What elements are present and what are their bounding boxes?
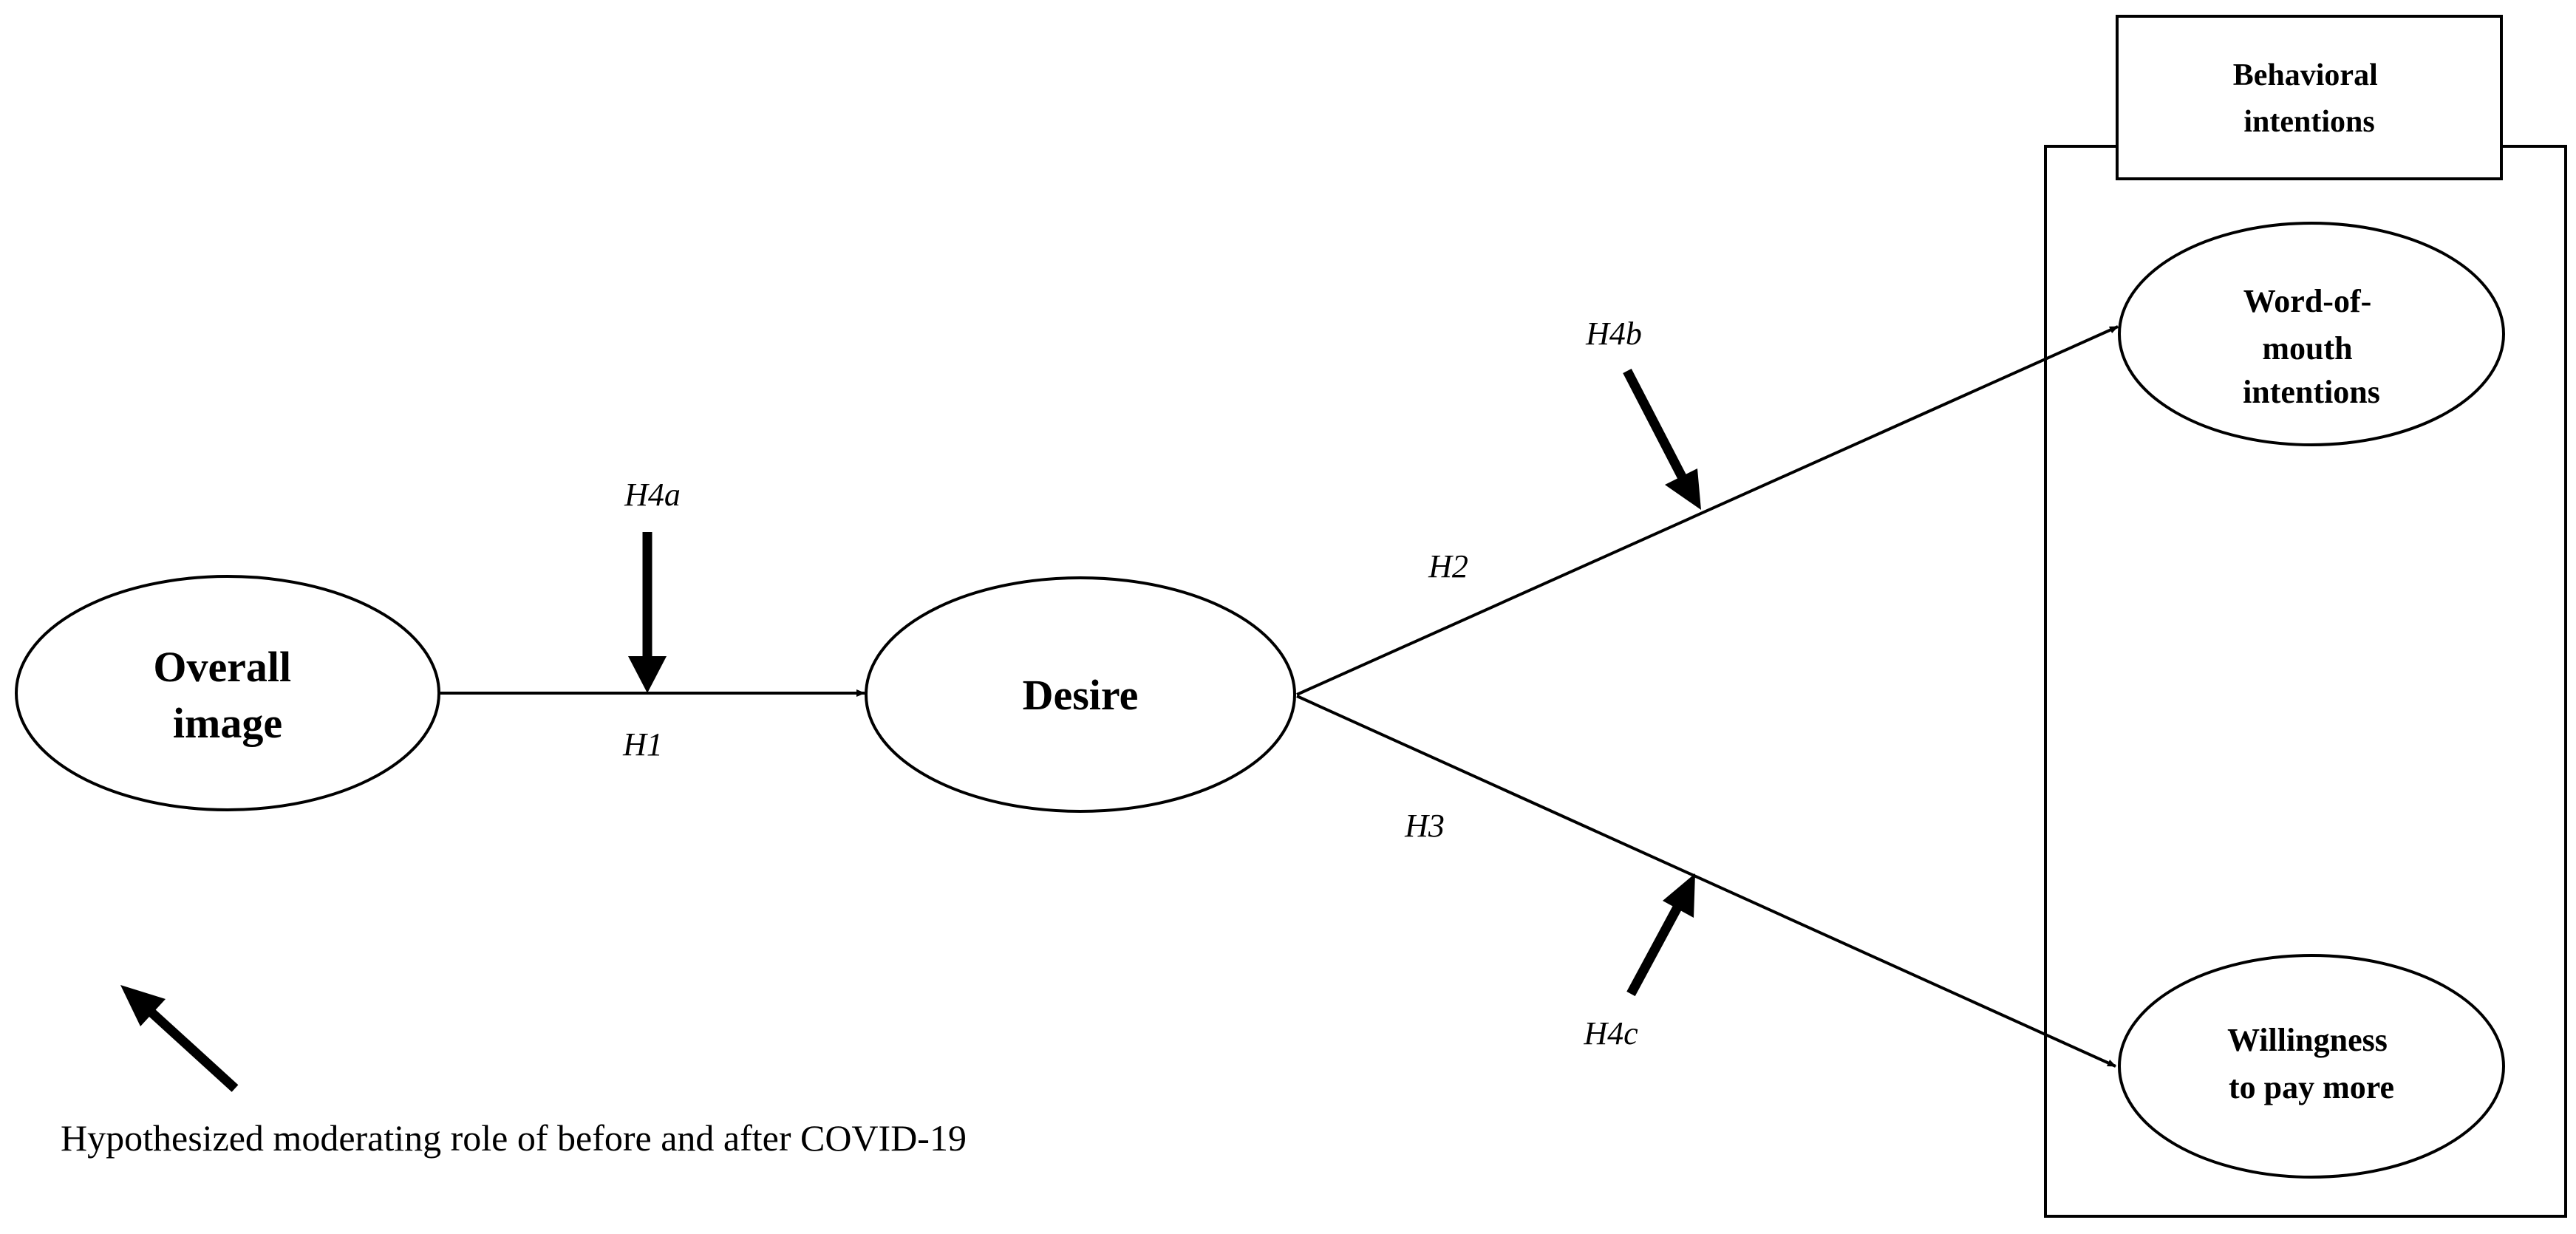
svg-text:Word-of- mouth int: Word-of- mouth intentions xyxy=(2243,283,2380,410)
label-h3: H3 xyxy=(1404,808,1445,844)
path-h2-line xyxy=(1296,325,2119,696)
svg-text:Overall image: Overall image xyxy=(153,643,301,747)
legend-arrow xyxy=(120,985,239,1092)
label-h4c: H4c xyxy=(1583,1015,1638,1051)
moderator-arrow-h4a xyxy=(628,532,667,693)
node-word-of-mouth: Word-of- mouth intentions xyxy=(2118,222,2505,446)
label-h2: H2 xyxy=(1428,548,1468,584)
label-h1: H1 xyxy=(622,726,663,763)
svg-text:Willingness to pay more: Willingness to pay more xyxy=(2227,1022,2396,1105)
moderator-arrow-h4b xyxy=(1623,369,1701,510)
behavioral-intentions-label-box xyxy=(2116,15,2503,180)
legend-text: Hypothesized moderating role of before a… xyxy=(61,1117,967,1159)
behavioral-intentions-label: Behavioral intentions xyxy=(2233,58,2386,139)
label-h4a: H4a xyxy=(624,477,681,513)
node-overall-image: Overall image xyxy=(15,575,440,811)
path-h3-line xyxy=(1296,695,2116,1068)
label-h4b: H4b xyxy=(1585,316,1642,352)
node-willingness-to-pay-more: Willingness to pay more xyxy=(2118,954,2505,1179)
node-desire: Desire xyxy=(865,576,1296,813)
moderator-arrow-h4c xyxy=(1626,873,1695,997)
svg-text:Desire: Desire xyxy=(1023,671,1139,719)
